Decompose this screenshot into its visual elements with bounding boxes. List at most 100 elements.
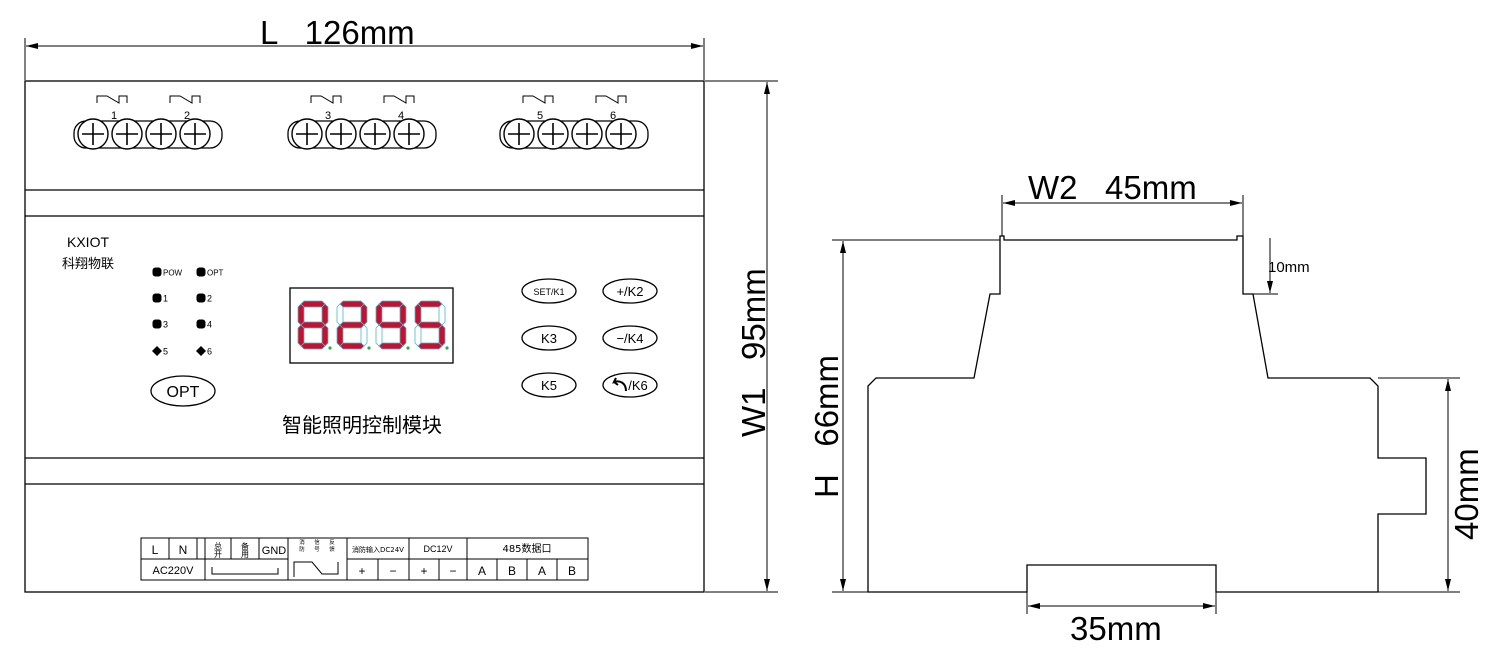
- display-digit: [414, 300, 449, 350]
- terminal-screw-icon[interactable]: [179, 118, 211, 150]
- terminal-number: 6: [610, 110, 616, 122]
- svg-text:L: L: [152, 543, 159, 557]
- svg-text:OPT: OPT: [207, 269, 224, 278]
- svg-text:POW: POW: [163, 269, 183, 278]
- indicator-led: POW: [152, 267, 183, 278]
- svg-text:485数据口: 485数据口: [502, 542, 551, 555]
- terminal-number: 3: [325, 110, 331, 122]
- svg-text:DC12V: DC12V: [423, 544, 452, 554]
- terminal-screw-icon[interactable]: [77, 118, 109, 150]
- height-h-label: H 66mm: [808, 355, 845, 498]
- relay-contact-symbol: [169, 95, 201, 104]
- terminal-screw-icon[interactable]: [605, 118, 637, 150]
- relay-contact-symbol: [595, 95, 627, 104]
- terminal-number: 4: [398, 110, 404, 122]
- terminal-number: 5: [537, 110, 543, 122]
- terminal-table: L N 总开 备用 GND 消防输入DC24V DC12V 485数据口 AC2…: [140, 537, 589, 581]
- terminal-screw-icon[interactable]: [325, 118, 357, 150]
- indicator-leds: POW OPT 1 2 3 4 5 6: [152, 267, 224, 357]
- svg-text:2: 2: [207, 294, 212, 304]
- terminal-number: 2: [184, 110, 190, 122]
- k3-button[interactable]: K3: [521, 325, 577, 351]
- side-view: W2 45mm H 66mm 10mm 40mm 35mm: [808, 169, 1485, 647]
- svg-text:−/K4: −/K4: [616, 331, 643, 346]
- product-name: 智能照明控制模块: [282, 413, 442, 437]
- svg-text:GND: GND: [262, 545, 287, 557]
- indicator-led: 4: [196, 319, 212, 330]
- terminal-screw-icon[interactable]: [393, 118, 425, 150]
- svg-text:A: A: [478, 564, 486, 578]
- side-40mm-label: 40mm: [1448, 448, 1485, 540]
- svg-text:SET/K1: SET/K1: [533, 287, 564, 297]
- svg-text:B: B: [568, 564, 576, 578]
- module-body: [24, 80, 705, 593]
- relay-contact-symbol: [522, 95, 554, 104]
- svg-text:总开: 总开: [214, 541, 222, 559]
- svg-text:OPT: OPT: [167, 384, 200, 401]
- terminal-screw-icon[interactable]: [503, 118, 535, 150]
- relay-contact-symbol: [293, 561, 339, 577]
- rail-35mm-label: 35mm: [1070, 610, 1162, 647]
- brand-logo: KXIOT: [67, 234, 109, 250]
- svg-text:+: +: [420, 564, 427, 578]
- svg-text:备用: 备用: [241, 541, 249, 559]
- svg-text:+: +: [358, 564, 365, 578]
- svg-text:1: 1: [163, 294, 168, 304]
- display-digit: [375, 300, 410, 350]
- indicator-led: 3: [152, 319, 168, 330]
- svg-text:−: −: [449, 564, 456, 578]
- indicator-led: 6: [196, 346, 212, 357]
- terminal-number: 1: [111, 110, 117, 122]
- seven-segment-display: [289, 287, 454, 364]
- svg-text:−: −: [389, 564, 396, 578]
- fire-signal-label: 消防: [299, 538, 305, 553]
- display-digit: [297, 300, 332, 350]
- svg-text:消防输入DC24V: 消防输入DC24V: [352, 545, 404, 554]
- svg-text:N: N: [179, 543, 188, 557]
- svg-text:+/K2: +/K2: [616, 284, 643, 299]
- svg-text:/K6: /K6: [628, 378, 648, 393]
- svg-text:K3: K3: [541, 331, 557, 346]
- length-label: L 126mm: [260, 14, 415, 51]
- side-profile-outline: [867, 235, 1427, 593]
- svg-text:3: 3: [163, 320, 168, 330]
- back-arrow-icon: [612, 377, 627, 392]
- plus-k2-button[interactable]: +/K2: [602, 278, 658, 304]
- svg-text:6: 6: [207, 347, 212, 357]
- display-digit: [336, 300, 371, 350]
- indicator-led: 5: [152, 346, 168, 357]
- svg-text:K5: K5: [541, 378, 557, 393]
- indicator-led: 1: [152, 293, 168, 304]
- indicator-led: OPT: [196, 267, 224, 278]
- terminal-screw-icon[interactable]: [145, 118, 177, 150]
- terminal-screw-icon[interactable]: [571, 118, 603, 150]
- terminal-screw-icon[interactable]: [111, 118, 143, 150]
- terminal-screw-icon[interactable]: [537, 118, 569, 150]
- k5-button[interactable]: K5: [521, 372, 577, 398]
- opt-button[interactable]: OPT: [150, 375, 216, 407]
- minus-k4-button[interactable]: −/K4: [602, 325, 658, 351]
- svg-text:B: B: [508, 564, 516, 578]
- width-w1-label: W1 95mm: [735, 268, 772, 437]
- terminal-screw-icon[interactable]: [291, 118, 323, 150]
- svg-text:AC220V: AC220V: [153, 565, 195, 577]
- fire-signal-label: 反馈: [329, 538, 335, 553]
- set-k1-button[interactable]: SET/K1: [521, 278, 577, 304]
- display-digits: [297, 300, 449, 350]
- relay-contact-symbol: [383, 95, 415, 104]
- step-10mm-label: 10mm: [1268, 259, 1310, 276]
- back-k6-button[interactable]: /K6: [602, 372, 658, 398]
- switch-symbol: [211, 567, 279, 575]
- svg-text:5: 5: [163, 347, 168, 357]
- brand-chinese: 科翔物联: [62, 257, 114, 272]
- terminal-screw-icon[interactable]: [359, 118, 391, 150]
- indicator-led: 2: [196, 293, 212, 304]
- svg-text:A: A: [538, 564, 546, 578]
- relay-contact-symbol: [310, 95, 342, 104]
